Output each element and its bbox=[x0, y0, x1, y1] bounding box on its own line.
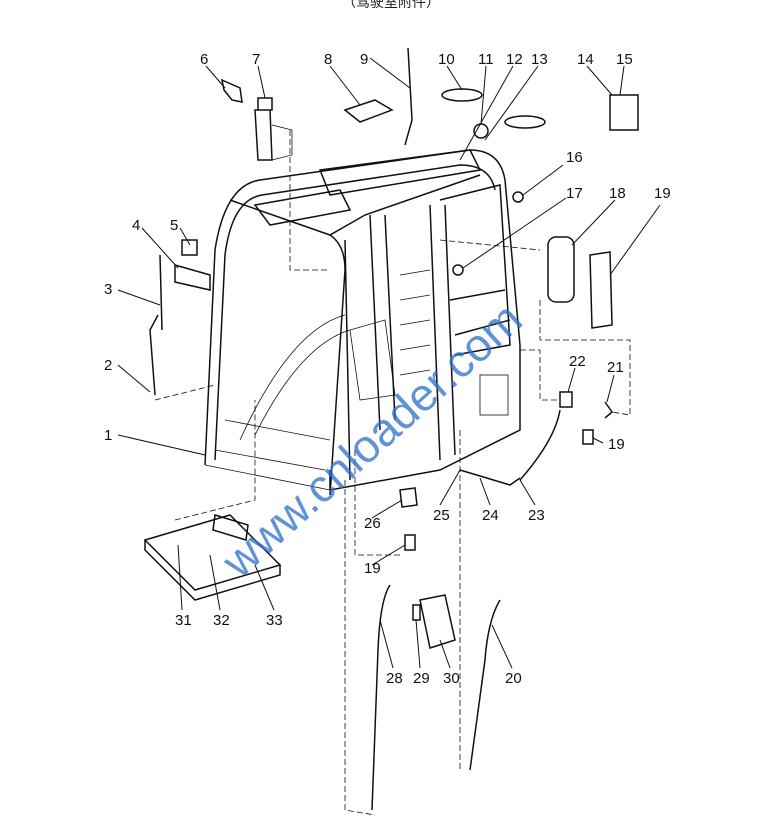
callout-labels: 1 2 3 4 5 6 7 8 9 10 11 12 13 14 15 16 1… bbox=[104, 51, 671, 687]
callout-19-a: 19 bbox=[654, 185, 671, 202]
leader-lines bbox=[117, 57, 661, 669]
callout-12: 12 bbox=[506, 51, 523, 68]
callout-31: 31 bbox=[175, 612, 192, 629]
callout-8: 8 bbox=[324, 51, 332, 68]
callout-20: 20 bbox=[505, 670, 522, 687]
callout-29: 29 bbox=[413, 670, 430, 687]
callout-1: 1 bbox=[104, 427, 112, 444]
callout-30: 30 bbox=[443, 670, 460, 687]
callout-28: 28 bbox=[386, 670, 403, 687]
callout-6: 6 bbox=[200, 51, 208, 68]
callout-5: 5 bbox=[170, 217, 178, 234]
callout-16: 16 bbox=[566, 149, 583, 166]
callout-13: 13 bbox=[531, 51, 548, 68]
callout-25: 25 bbox=[433, 507, 450, 524]
callout-14: 14 bbox=[577, 51, 594, 68]
watermark: www.cnloader.com bbox=[211, 292, 532, 588]
callout-22: 22 bbox=[569, 353, 586, 370]
callout-17: 17 bbox=[566, 185, 583, 202]
callout-3: 3 bbox=[104, 281, 112, 298]
parts bbox=[143, 47, 639, 811]
callout-33: 33 bbox=[266, 612, 283, 629]
callout-7: 7 bbox=[252, 51, 260, 68]
diagram-caption: （驾驶室附件） bbox=[342, 0, 440, 10]
callout-2: 2 bbox=[104, 357, 112, 374]
callout-21: 21 bbox=[607, 359, 624, 376]
guide-lines bbox=[154, 130, 631, 816]
callout-26: 26 bbox=[364, 515, 381, 532]
callout-32: 32 bbox=[213, 612, 230, 629]
callout-9: 9 bbox=[360, 51, 368, 68]
callout-19-c: 19 bbox=[364, 560, 381, 577]
cab-frame bbox=[204, 149, 521, 496]
callout-10: 10 bbox=[438, 51, 455, 68]
callout-19-b: 19 bbox=[608, 436, 625, 453]
callout-15: 15 bbox=[616, 51, 633, 68]
callout-23: 23 bbox=[528, 507, 545, 524]
callout-24: 24 bbox=[482, 507, 499, 524]
callout-4: 4 bbox=[132, 217, 140, 234]
callout-18: 18 bbox=[609, 185, 626, 202]
callout-11: 11 bbox=[478, 51, 494, 68]
